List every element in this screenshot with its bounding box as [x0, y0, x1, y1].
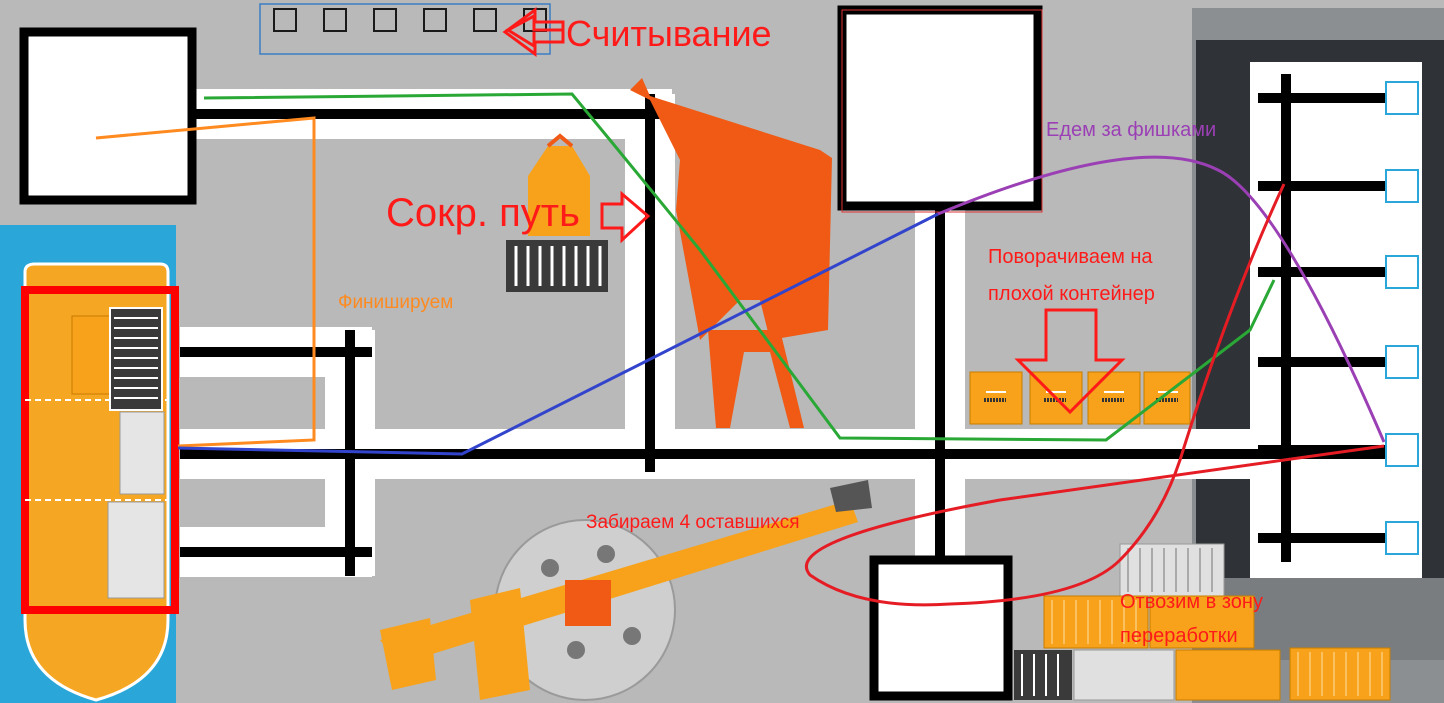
path-green: [203, 92, 1276, 442]
start-zone: [19, 27, 197, 205]
top-center-zone: [837, 5, 1043, 213]
bottom-center-zone: [869, 555, 1013, 701]
small-gantry-crane: [506, 133, 608, 292]
label-take-remaining: Забираем 4 оставшихся: [586, 512, 800, 533]
rack-slot: [1385, 255, 1419, 289]
ship-area: [0, 225, 179, 703]
ship-red-frame: [21, 286, 179, 614]
rack-slot: [1385, 345, 1419, 379]
label-go-for-chips: Едем за фишками: [1046, 119, 1216, 141]
label-finish: Финишируем: [338, 292, 453, 313]
label-deliver-line2: переработки: [1120, 625, 1238, 647]
rack-slot: [1385, 433, 1419, 467]
path-red: [804, 183, 1385, 607]
label-turn-line1: Поворачиваем на: [988, 246, 1153, 268]
ship-container-dark: [109, 307, 163, 411]
label-shortcut: Сокр. путь: [386, 191, 580, 235]
big-crane: [630, 78, 832, 428]
rack-slot: [1385, 169, 1419, 203]
dark-container: [506, 240, 608, 292]
turn-down-arrow-icon: [1014, 308, 1126, 415]
yellow-containers: [969, 371, 1191, 425]
label-turn-line2: плохой контейнер: [988, 283, 1155, 305]
rack-slot: [1385, 521, 1419, 555]
path-blue: [177, 212, 939, 456]
bottom-containers: [1014, 543, 1391, 701]
rack-slot: [1385, 81, 1419, 115]
path-purple: [937, 155, 1386, 443]
reading-arrow-outline: [502, 7, 565, 57]
label-reading: Считывание: [566, 13, 772, 54]
label-deliver-line1: Отвозим в зону: [1120, 591, 1263, 613]
path-orange: [95, 116, 316, 448]
shortcut-arrow-icon: [600, 190, 651, 244]
rotary-crane: [380, 480, 872, 701]
warehouse-racks: [1258, 74, 1419, 562]
